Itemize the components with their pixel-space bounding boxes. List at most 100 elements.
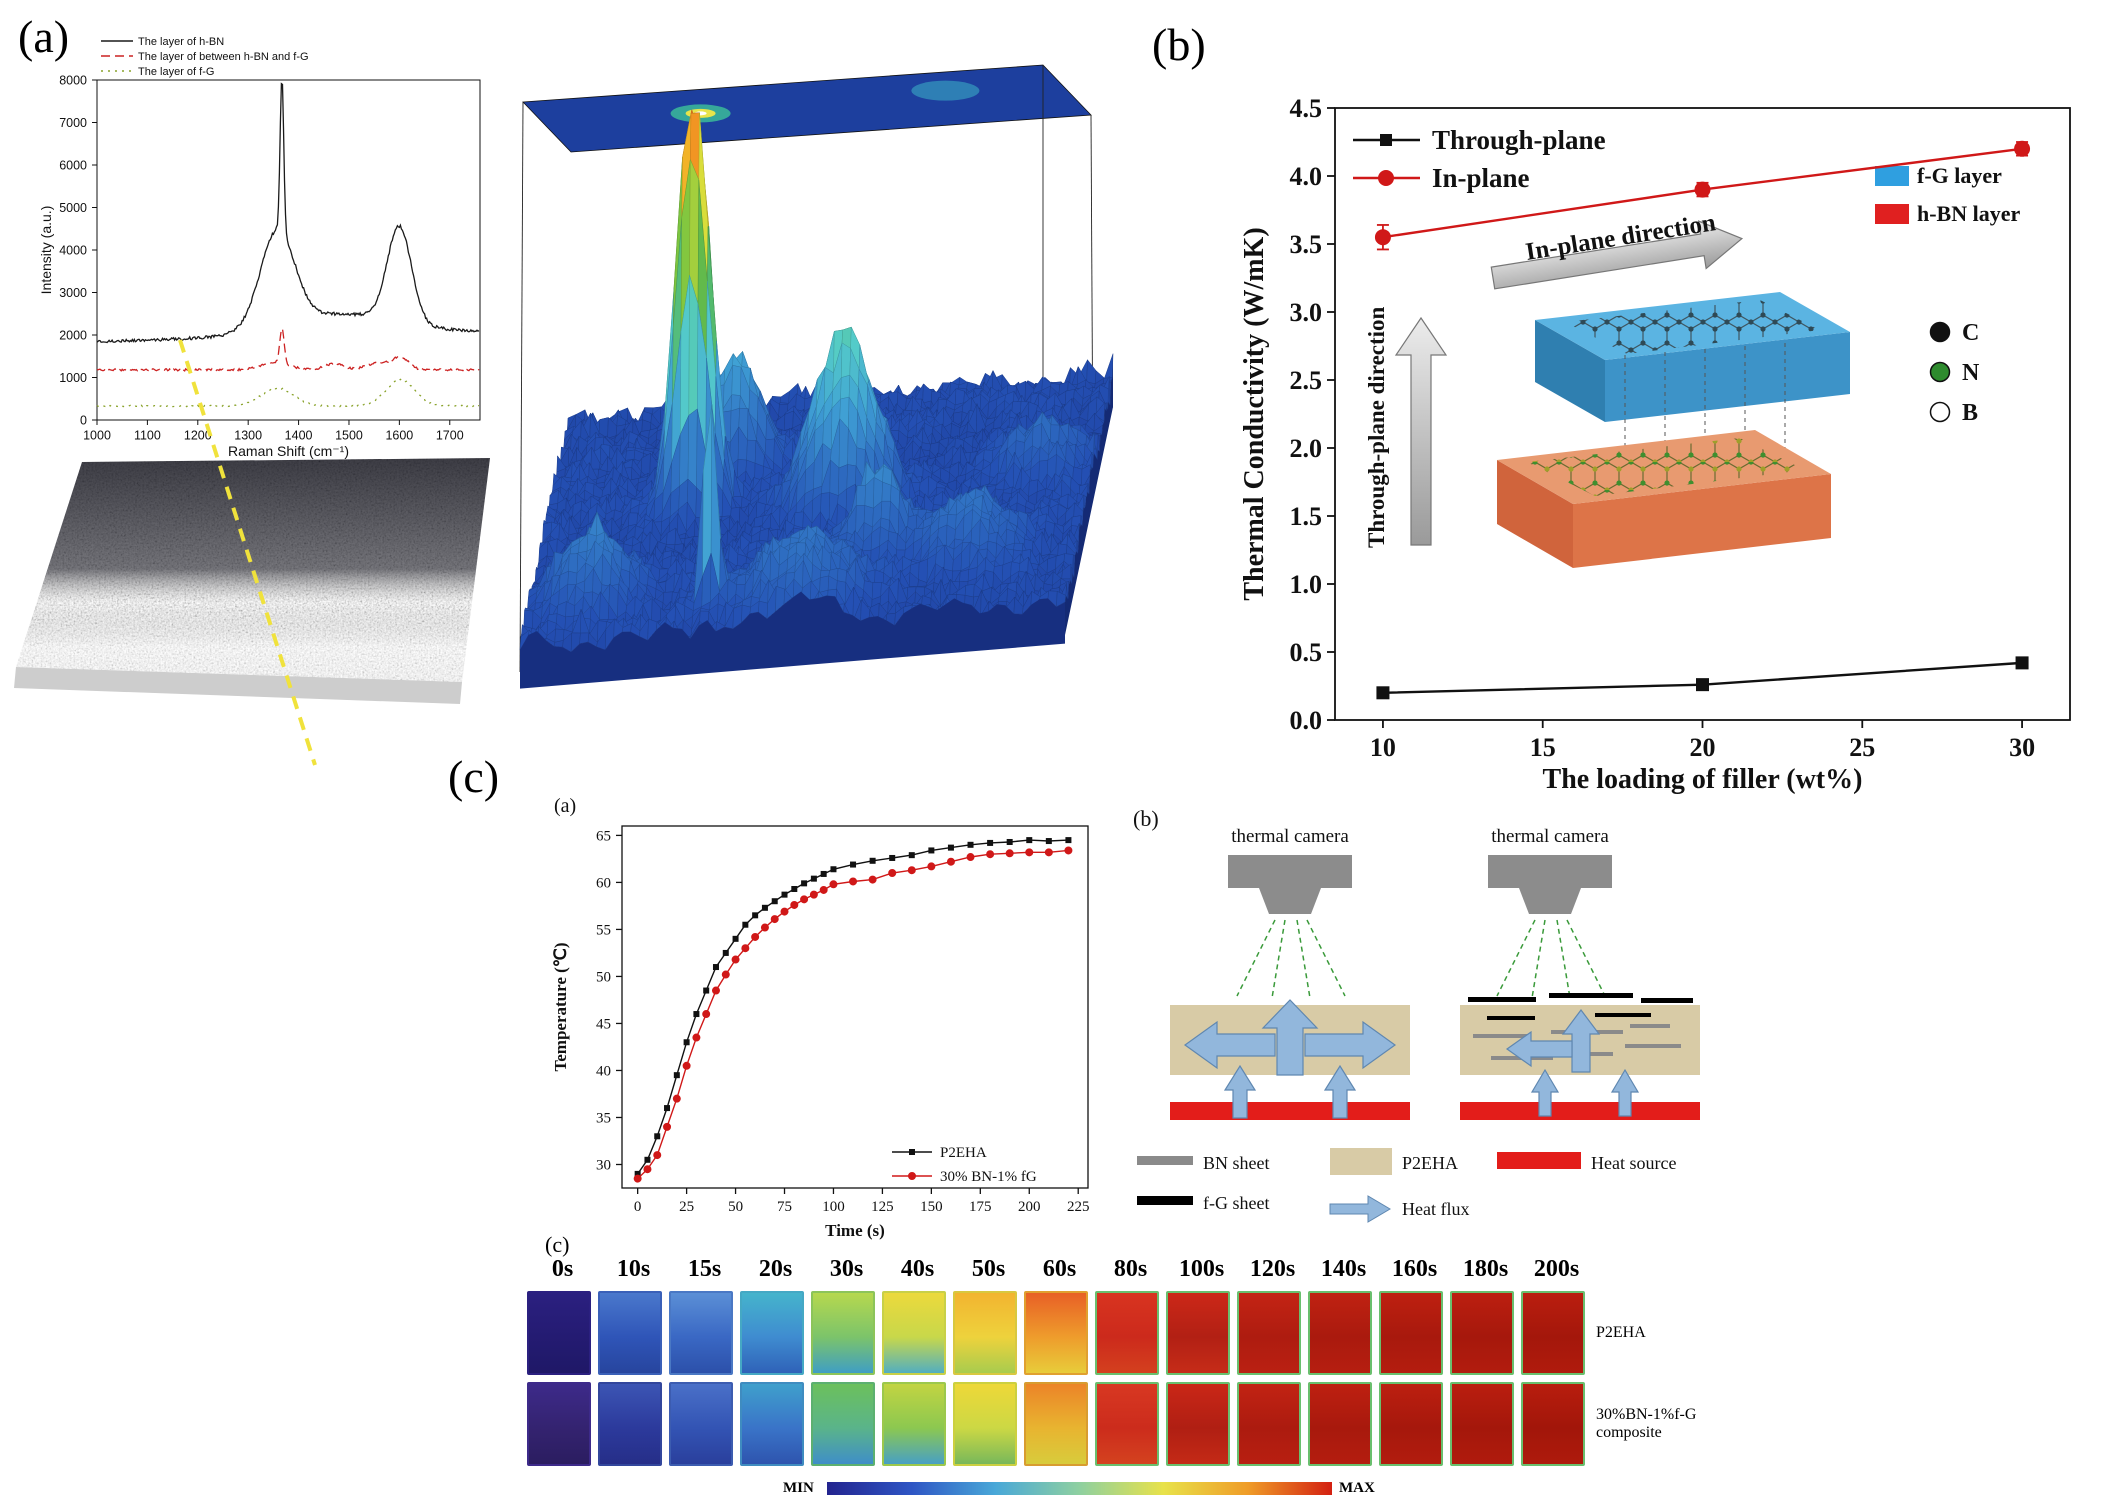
thermal-image [740, 1382, 804, 1466]
thermal-image [527, 1382, 591, 1466]
svg-text:7000: 7000 [59, 116, 87, 130]
svg-text:Through-plane direction: Through-plane direction [1364, 306, 1389, 548]
thermal-image [1095, 1291, 1159, 1375]
svg-text:1200: 1200 [184, 429, 212, 443]
thermal-image [1450, 1382, 1514, 1466]
svg-text:Through-plane: Through-plane [1432, 125, 1606, 155]
thermal-image [1308, 1382, 1372, 1466]
svg-text:125: 125 [871, 1199, 894, 1215]
thermal-image [811, 1382, 875, 1466]
thermal-image [1521, 1291, 1585, 1375]
time-label: 140s [1320, 1256, 1367, 1282]
thermal-image [953, 1382, 1017, 1466]
raman-mapping-3d-surface [519, 64, 1114, 689]
svg-text:30% BN-1% fG: 30% BN-1% fG [940, 1169, 1037, 1185]
legend-fg-label: f-G sheet [1203, 1193, 1269, 1213]
legend-flux-label: Heat flux [1402, 1199, 1469, 1219]
svg-text:25: 25 [1849, 733, 1875, 762]
thermal-image [1237, 1382, 1301, 1466]
heat-source-right [1460, 1102, 1700, 1120]
thermal-image [953, 1291, 1017, 1375]
thermal-image [1024, 1291, 1088, 1375]
svg-text:5000: 5000 [59, 201, 87, 215]
thermal-image [740, 1291, 804, 1375]
svg-text:0: 0 [634, 1199, 642, 1215]
svg-text:175: 175 [969, 1199, 992, 1215]
svg-text:Temperature (℃): Temperature (℃) [551, 942, 570, 1071]
thermal-image [527, 1291, 591, 1375]
svg-text:B: B [1962, 400, 1978, 426]
sub-b-label: (b) [1133, 806, 1159, 831]
thermal-image [811, 1291, 875, 1375]
svg-text:75: 75 [777, 1199, 792, 1215]
thermal-image [1024, 1382, 1088, 1466]
svg-text:4000: 4000 [59, 243, 87, 257]
svg-text:1600: 1600 [385, 429, 413, 443]
time-label: 40s [900, 1256, 935, 1282]
sem-micrograph [16, 458, 490, 682]
section-line-overlay [178, 339, 317, 766]
legend-heat-swatch [1497, 1152, 1581, 1169]
thermal-image [1450, 1291, 1514, 1375]
thermal-camera-icon-right [1488, 855, 1612, 914]
colorbar-min-label: MIN [783, 1480, 814, 1496]
thermal-image [882, 1382, 946, 1466]
svg-text:1000: 1000 [59, 371, 87, 385]
colorbar-max-label: MAX [1339, 1480, 1375, 1496]
svg-text:50: 50 [728, 1199, 743, 1215]
svg-text:20: 20 [1690, 733, 1716, 762]
svg-text:40: 40 [596, 1064, 611, 1080]
surface-mesh [519, 108, 1114, 689]
svg-text:0: 0 [80, 413, 87, 427]
svg-text:f-G layer: f-G layer [1917, 163, 2002, 188]
legend-bn-swatch [1137, 1156, 1193, 1165]
svg-text:C: C [1962, 320, 1979, 346]
svg-text:2000: 2000 [59, 328, 87, 342]
svg-text:Time (s): Time (s) [825, 1221, 885, 1240]
svg-text:30: 30 [2009, 733, 2035, 762]
svg-text:55: 55 [596, 923, 611, 939]
svg-text:3000: 3000 [59, 286, 87, 300]
svg-text:65: 65 [596, 829, 611, 845]
thermal-camera-icon-left [1228, 855, 1352, 914]
thermal-camera-label-right: thermal camera [1491, 826, 1609, 847]
svg-text:1700: 1700 [436, 429, 464, 443]
svg-text:0.5: 0.5 [1290, 638, 1323, 667]
colorbar [827, 1482, 1332, 1495]
heat-flux-arrows-left [1183, 999, 1397, 1119]
svg-text:4.5: 4.5 [1290, 94, 1323, 123]
panel-b-label: (b) [1152, 19, 1206, 70]
svg-text:1300: 1300 [234, 429, 262, 443]
svg-text:10: 10 [1370, 733, 1396, 762]
time-label: 200s [1533, 1256, 1580, 1282]
time-label: 10s [616, 1256, 651, 1282]
svg-text:1100: 1100 [134, 429, 161, 443]
svg-text:25: 25 [679, 1199, 694, 1215]
thermal-image [1095, 1382, 1159, 1466]
thermal-image [1166, 1382, 1230, 1466]
thermal-image [882, 1291, 946, 1375]
legend-heat-label: Heat source [1591, 1153, 1676, 1173]
thermal-camera-label-left: thermal camera [1231, 826, 1349, 847]
svg-text:P2EHA: P2EHA [940, 1145, 987, 1161]
svg-text:The layer of between h-BN and: The layer of between h-BN and f-G [138, 51, 309, 63]
time-label: 100s [1178, 1256, 1225, 1282]
svg-text:4.0: 4.0 [1290, 162, 1323, 191]
heat-flux-schematic: (b) thermal camera thermal camera [1133, 806, 1700, 1223]
svg-text:8000: 8000 [59, 73, 87, 87]
svg-text:In-plane: In-plane [1432, 163, 1530, 193]
time-label: 180s [1462, 1256, 1509, 1282]
svg-text:60: 60 [596, 876, 611, 892]
camera-rays [1236, 919, 1606, 999]
svg-text:Intensity (a.u.): Intensity (a.u.) [38, 206, 54, 295]
svg-text:100: 100 [822, 1199, 845, 1215]
thermal-image-row: P2EHA [527, 1291, 1746, 1375]
